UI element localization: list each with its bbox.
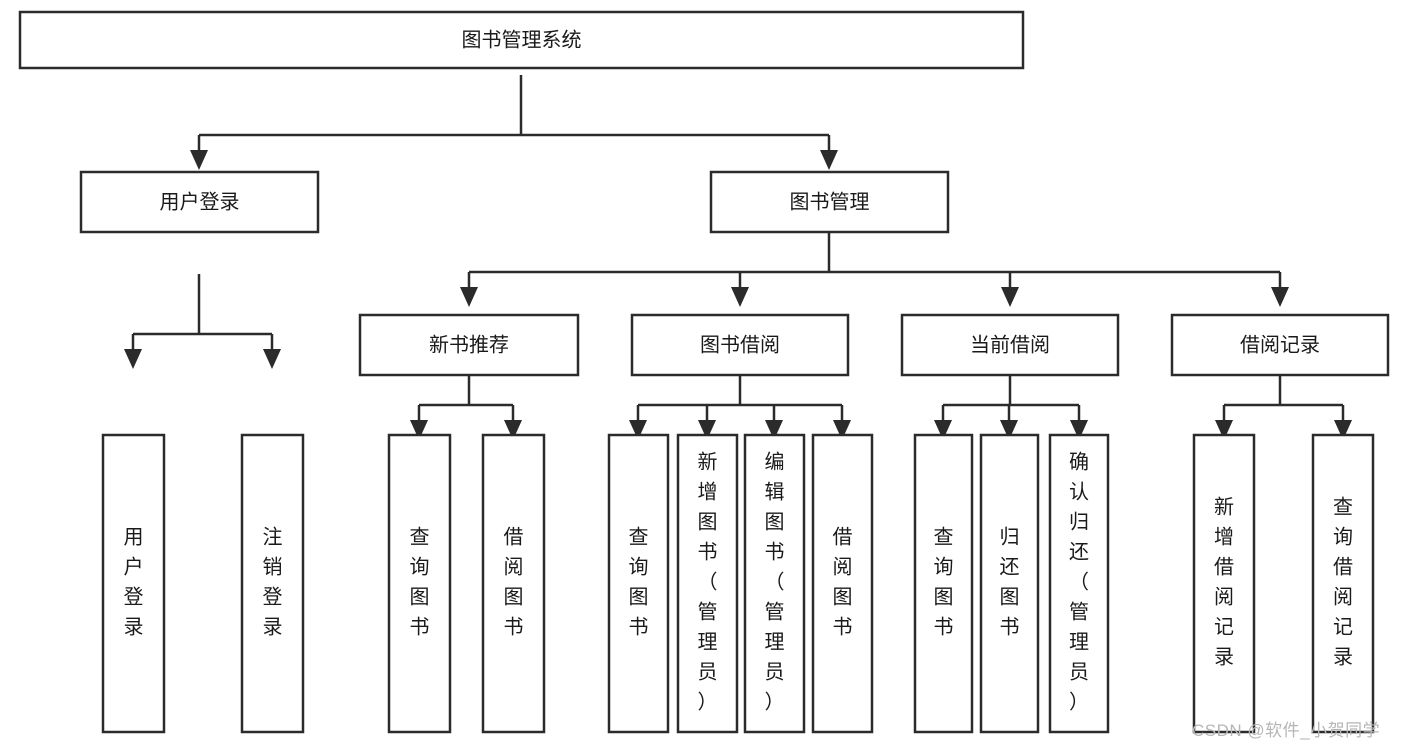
node-box[interactable] xyxy=(481,433,546,734)
arrow-head-icon xyxy=(263,349,281,369)
leaf-node-查询图书[interactable]: 查询图书 xyxy=(387,433,452,734)
leaf-node-查询借阅记录[interactable]: 查询借阅记录 xyxy=(1311,433,1375,734)
arrow-head-icon xyxy=(410,420,428,440)
node-box[interactable] xyxy=(1192,433,1256,734)
node-box[interactable] xyxy=(630,313,850,377)
leaf-node-新增借阅记录[interactable]: 新增借阅记录 xyxy=(1192,433,1256,734)
node-label: 新书推荐 xyxy=(429,333,509,356)
node-label: 查询图书 xyxy=(629,526,649,639)
level2-node-借阅记录[interactable]: 借阅记录 xyxy=(1170,313,1390,377)
node-box[interactable] xyxy=(101,433,166,734)
level1-node-用户登录[interactable]: 用户登录 xyxy=(79,170,320,234)
level1-node-图书管理[interactable]: 图书管理 xyxy=(709,170,950,234)
arrow-head-icon xyxy=(460,287,478,307)
level2-node-新书推荐[interactable]: 新书推荐 xyxy=(358,313,580,377)
node-box[interactable] xyxy=(979,433,1040,734)
node-box[interactable] xyxy=(900,313,1120,377)
arrow-head-icon xyxy=(629,420,647,440)
node-box[interactable] xyxy=(387,433,452,734)
node-box[interactable] xyxy=(811,433,874,734)
node-box[interactable] xyxy=(709,170,950,234)
node-box[interactable] xyxy=(1170,313,1390,377)
arrow-head-icon xyxy=(1271,287,1289,307)
node-label: 注销登录 xyxy=(263,526,283,639)
node-box[interactable] xyxy=(240,433,305,734)
node-label: 图书管理系统 xyxy=(462,28,582,51)
node-box[interactable] xyxy=(913,433,974,734)
arrow-head-icon xyxy=(731,287,749,307)
node-label: 用户登录 xyxy=(124,527,144,639)
arrow-head-icon xyxy=(1000,420,1018,440)
node-box[interactable] xyxy=(676,433,739,734)
node-label: 查询借阅记录 xyxy=(1333,496,1353,669)
arrow-head-icon xyxy=(124,349,142,369)
arrow-head-icon xyxy=(1215,420,1233,440)
node-label: 当前借阅 xyxy=(970,333,1050,356)
arrow-head-icon xyxy=(190,150,208,170)
node-label: 图书管理 xyxy=(790,190,870,213)
connector-root-to-level1 xyxy=(190,75,838,170)
connectors-layer xyxy=(124,75,1352,440)
node-label: 借阅记录 xyxy=(1240,333,1320,356)
nodes-layer: 图书管理系统用户登录图书管理新书推荐图书借阅当前借阅借阅记录用户登录注销登录查询… xyxy=(18,10,1390,734)
node-label: 用户登录 xyxy=(160,190,240,213)
level2-node-图书借阅[interactable]: 图书借阅 xyxy=(630,313,850,377)
leaf-node-借阅图书[interactable]: 借阅图书 xyxy=(811,433,874,734)
connector-record-to-leaves xyxy=(1215,345,1352,440)
leaf-node-查询图书[interactable]: 查询图书 xyxy=(913,433,974,734)
node-box[interactable] xyxy=(1311,433,1375,734)
node-label: 图书借阅 xyxy=(700,333,780,356)
leaf-node-查询图书[interactable]: 查询图书 xyxy=(607,433,670,734)
node-box[interactable] xyxy=(358,313,580,377)
node-label: 编辑图书（管理员） xyxy=(765,451,785,714)
node-label: 查询图书 xyxy=(410,526,430,639)
node-box[interactable] xyxy=(607,433,670,734)
arrow-head-icon xyxy=(504,420,522,440)
node-box[interactable] xyxy=(743,433,806,734)
node-label: 归还图书 xyxy=(1000,526,1020,639)
leaf-node-编辑图书管理员[interactable]: 编辑图书（管理员） xyxy=(743,433,806,734)
arrow-head-icon xyxy=(1334,420,1352,440)
leaf-node-借阅图书[interactable]: 借阅图书 xyxy=(481,433,546,734)
connector-book-manage-to-level2 xyxy=(460,212,1289,307)
connector-current-to-leaves xyxy=(934,345,1088,440)
leaf-node-注销登录[interactable]: 注销登录 xyxy=(240,433,305,734)
node-label: 查询图书 xyxy=(934,526,954,639)
node-box[interactable] xyxy=(1048,433,1110,734)
leaf-node-归还图书[interactable]: 归还图书 xyxy=(979,433,1040,734)
node-label: 新增借阅记录 xyxy=(1214,496,1234,669)
node-box[interactable] xyxy=(79,170,320,234)
connector-user-login-to-leaves xyxy=(124,274,281,369)
arrow-head-icon xyxy=(1001,287,1019,307)
root-node-图书管理系统[interactable]: 图书管理系统 xyxy=(18,10,1025,70)
node-label: 确认归还（管理员） xyxy=(1069,451,1089,714)
arrow-head-icon xyxy=(1070,420,1088,440)
node-box[interactable] xyxy=(18,10,1025,70)
node-label: 借阅图书 xyxy=(504,526,524,639)
arrow-head-icon xyxy=(765,420,783,440)
level2-node-当前借阅[interactable]: 当前借阅 xyxy=(900,313,1120,377)
leaf-node-用户登录[interactable]: 用户登录 xyxy=(101,433,166,734)
arrow-head-icon xyxy=(934,420,952,440)
node-label: 新增图书（管理员） xyxy=(698,451,718,714)
arrow-head-icon xyxy=(698,420,716,440)
arrow-head-icon xyxy=(820,150,838,170)
arrow-head-icon xyxy=(833,420,851,440)
leaf-node-确认归还管理员[interactable]: 确认归还（管理员） xyxy=(1048,433,1110,734)
node-label: 借阅图书 xyxy=(833,526,853,639)
leaf-node-新增图书管理员[interactable]: 新增图书（管理员） xyxy=(676,433,739,734)
